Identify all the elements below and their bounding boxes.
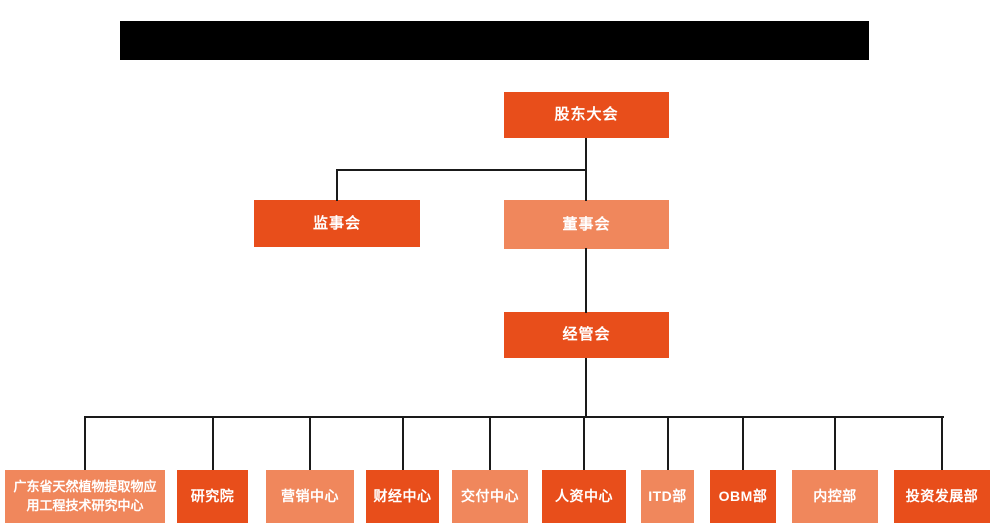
org-node-department: OBM部 [710, 470, 776, 523]
connector-line [585, 248, 587, 313]
org-node-department: 广东省天然植物提取物应用工程技术研究中心 [5, 470, 165, 523]
org-node-department: 财经中心 [366, 470, 439, 523]
org-node-management-committee: 经管会 [504, 312, 669, 358]
connector-line [85, 416, 944, 418]
redacted-title-bar [120, 21, 869, 60]
connector-line [336, 169, 587, 171]
org-node-department: ITD部 [641, 470, 694, 523]
org-node-shareholders: 股东大会 [504, 92, 669, 138]
connector-line [667, 416, 669, 470]
connector-line [585, 358, 587, 417]
org-node-department: 研究院 [177, 470, 248, 523]
org-node-department: 投资发展部 [894, 470, 990, 523]
connector-line [309, 416, 311, 470]
connector-line [402, 416, 404, 470]
connector-line [489, 416, 491, 470]
org-node-department: 人资中心 [542, 470, 626, 523]
connector-line [941, 416, 943, 470]
connector-line [212, 416, 214, 470]
connector-line [742, 416, 744, 470]
org-node-department: 交付中心 [452, 470, 528, 523]
connector-line [583, 416, 585, 470]
connector-line [84, 416, 86, 470]
org-node-board-of-directors: 董事会 [504, 200, 669, 249]
connector-line [336, 169, 338, 201]
org-node-supervisory-board: 监事会 [254, 200, 420, 247]
org-node-department: 内控部 [792, 470, 878, 523]
connector-line [834, 416, 836, 470]
org-node-department: 营销中心 [266, 470, 354, 523]
